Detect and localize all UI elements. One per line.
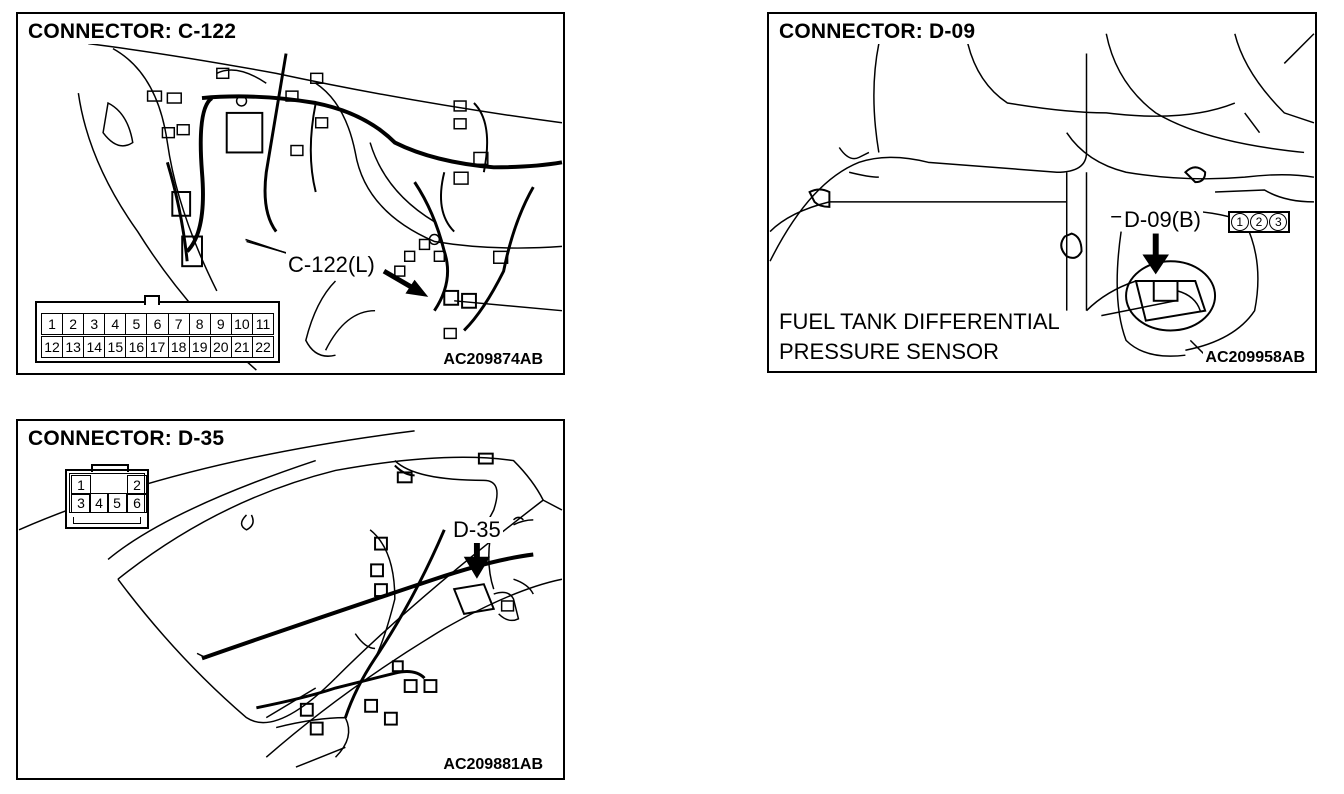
connector-pin: 22 bbox=[252, 336, 275, 358]
component-name-line1: FUEL TANK DIFFERENTIAL bbox=[779, 307, 1060, 337]
panel-connector-d35: CONNECTOR: D-35 D-35 1 2 3 4 5 6 AC20988… bbox=[16, 419, 565, 780]
connector-callout-label: C-122(L) bbox=[286, 252, 377, 278]
d35-connector-face: 1 2 3 4 5 6 bbox=[65, 464, 149, 529]
panel-title: CONNECTOR: D-09 bbox=[779, 20, 980, 44]
connector-callout-label: D-09(B) bbox=[1122, 207, 1204, 233]
pin-2: 2 bbox=[127, 475, 147, 495]
connector-pin: 11 bbox=[252, 313, 275, 335]
connector-key-tab bbox=[144, 295, 160, 305]
pin-6: 6 bbox=[127, 493, 147, 513]
connector-callout-label: D-35 bbox=[451, 517, 503, 543]
figure-code: AC209874AB bbox=[441, 351, 545, 369]
connector-key-tab bbox=[91, 464, 129, 472]
pin-4: 4 bbox=[89, 493, 109, 513]
panel-title: CONNECTOR: C-122 bbox=[28, 20, 241, 44]
pin-5: 5 bbox=[107, 493, 127, 513]
panel-title: CONNECTOR: D-35 bbox=[28, 427, 229, 451]
connector-pin: 7 bbox=[168, 313, 190, 335]
connector-pin: 3 bbox=[1269, 213, 1288, 231]
connector-pin: 2 bbox=[63, 313, 85, 335]
figure-code: AC209881AB bbox=[441, 756, 545, 774]
pin-1: 1 bbox=[71, 475, 91, 495]
connector-pin: 19 bbox=[189, 336, 211, 358]
d35-rear-window-illustration bbox=[18, 430, 563, 768]
connector-pin: 18 bbox=[168, 336, 190, 358]
connector-pin: 4 bbox=[105, 313, 127, 335]
connector-pin: 21 bbox=[231, 336, 253, 358]
connector-pin: 12 bbox=[41, 336, 64, 358]
connector-pin: 16 bbox=[126, 336, 148, 358]
d09-fuel-tank-illustration bbox=[769, 33, 1315, 357]
component-name-line2: PRESSURE SENSOR bbox=[779, 337, 1000, 367]
connector-pin: 1 bbox=[1230, 213, 1249, 231]
connector-pin: 5 bbox=[126, 313, 148, 335]
connector-pin: 3 bbox=[84, 313, 106, 335]
connector-pin: 20 bbox=[210, 336, 232, 358]
connector-pin: 15 bbox=[105, 336, 127, 358]
connector-pin: 14 bbox=[84, 336, 106, 358]
connector-pin: 1 bbox=[41, 313, 64, 335]
connector-pin: 8 bbox=[189, 313, 211, 335]
c122-harness-illustration bbox=[77, 42, 563, 371]
connector-pin: 9 bbox=[210, 313, 232, 335]
pin-3: 3 bbox=[71, 493, 91, 513]
connector-pin: 6 bbox=[147, 313, 169, 335]
connector-pin: 2 bbox=[1249, 213, 1268, 231]
component-name: FUEL TANK DIFFERENTIAL PRESSURE SENSOR bbox=[779, 307, 1060, 367]
figure-code: AC209958AB bbox=[1203, 349, 1307, 367]
connector-pin: 13 bbox=[63, 336, 85, 358]
connector-pin: 17 bbox=[147, 336, 169, 358]
connector-pin: 10 bbox=[231, 313, 253, 335]
